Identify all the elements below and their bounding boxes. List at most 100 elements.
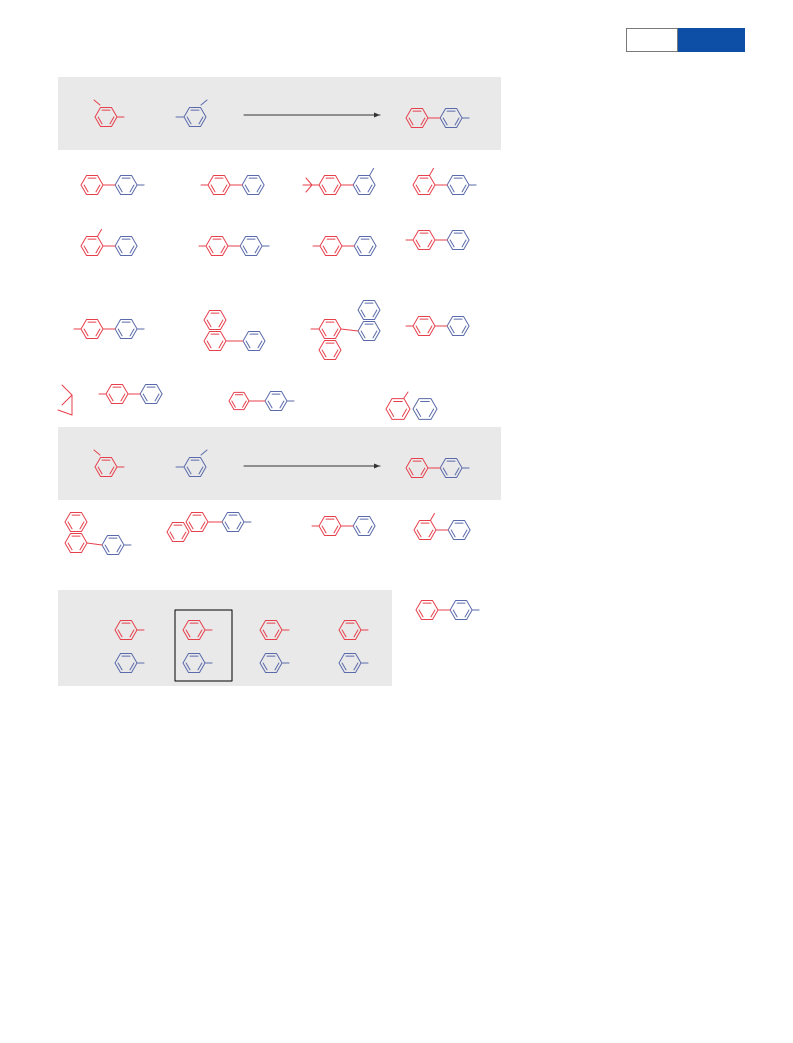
- double-bond: [117, 328, 123, 337]
- double-bond: [117, 184, 123, 193]
- benzene-ring: [203, 309, 227, 331]
- substituent: [61, 384, 73, 396]
- double-bond: [341, 662, 347, 671]
- benzene-ring: [114, 652, 138, 674]
- double-bond: [401, 408, 408, 417]
- double-bond: [449, 325, 455, 334]
- benzene-ring: [357, 299, 381, 321]
- substituent: [93, 449, 101, 456]
- double-bond: [104, 544, 110, 553]
- double-bond: [416, 529, 422, 538]
- double-bond: [367, 184, 373, 193]
- product-3a: [73, 318, 145, 340]
- benzene-ring: [203, 330, 227, 352]
- double-bond: [129, 629, 135, 638]
- double-bond: [129, 184, 135, 193]
- header-tab-blank: [626, 28, 678, 52]
- benzene-ring: [338, 652, 362, 674]
- double-bond: [334, 245, 340, 254]
- benzene-ring: [64, 532, 88, 554]
- double-bond: [418, 609, 424, 618]
- product-1a: [80, 174, 145, 196]
- double-bond: [142, 393, 148, 402]
- double-bond: [67, 521, 73, 530]
- double-bond: [408, 467, 414, 476]
- double-bond: [83, 245, 89, 254]
- product-1c: [302, 167, 376, 196]
- double-bond: [79, 521, 85, 530]
- substituent: [61, 394, 73, 406]
- product-2d: [405, 229, 470, 251]
- double-bond: [279, 400, 285, 409]
- benzene-ring: [185, 511, 209, 533]
- double-bond: [333, 525, 339, 534]
- double-bond: [120, 393, 126, 402]
- double-bond: [415, 184, 421, 193]
- biaryl-bond: [86, 542, 103, 546]
- double-bond: [97, 116, 103, 125]
- conditions-pair-3: [259, 619, 290, 674]
- double-bond: [83, 184, 89, 193]
- methyl: [430, 512, 435, 521]
- double-bond: [198, 466, 204, 475]
- product-2: [405, 457, 470, 479]
- double-bond: [428, 529, 434, 538]
- reactant-a-1: [93, 99, 125, 128]
- double-bond: [428, 408, 435, 417]
- benzene-ring: [114, 619, 138, 641]
- benzene-ring: [166, 521, 190, 543]
- double-bond: [321, 349, 327, 358]
- double-bond: [95, 245, 101, 254]
- double-bond: [356, 245, 362, 254]
- double-bond: [200, 521, 206, 530]
- product-4a-biaryl: [98, 383, 163, 405]
- reaction-panel-2: [58, 427, 501, 500]
- double-bond: [430, 609, 436, 618]
- conditions-pair-1: [114, 619, 145, 674]
- double-bond: [321, 184, 327, 193]
- double-bond: [129, 328, 135, 337]
- benzene-ring: [318, 339, 342, 361]
- benzene-ring: [259, 619, 283, 641]
- header-tab-accent: [678, 28, 745, 52]
- double-bond: [79, 542, 85, 551]
- double-bond: [454, 117, 460, 126]
- double-bond: [427, 325, 433, 334]
- product-5a: [64, 511, 132, 556]
- double-bond: [242, 400, 247, 408]
- double-bond: [116, 544, 122, 553]
- double-bond: [244, 184, 250, 193]
- double-bond: [360, 309, 366, 318]
- conditions-product: [415, 599, 480, 621]
- product-4a: [57, 384, 73, 416]
- double-bond: [95, 184, 101, 193]
- benzene-ring: [385, 398, 411, 420]
- double-bond: [206, 319, 212, 328]
- double-bond: [360, 330, 366, 339]
- reaction-2: [243, 463, 381, 469]
- double-bond: [197, 662, 203, 671]
- reaction-arrow-head: [374, 463, 380, 469]
- double-bond: [450, 529, 456, 538]
- double-bond: [186, 116, 192, 125]
- double-bond: [97, 466, 103, 475]
- conditions-pair-4: [338, 619, 369, 674]
- double-bond: [372, 330, 378, 339]
- double-bond: [333, 184, 339, 193]
- conditions-panel: [58, 590, 392, 686]
- substituent: [93, 99, 101, 106]
- double-bond: [454, 467, 460, 476]
- double-bond: [415, 325, 421, 334]
- double-bond: [197, 629, 203, 638]
- double-bond: [322, 245, 328, 254]
- conditions-table: [174, 609, 233, 682]
- double-bond: [83, 328, 89, 337]
- double-bond: [231, 400, 236, 408]
- double-bond: [129, 662, 135, 671]
- double-bond: [208, 245, 214, 254]
- double-bond: [442, 117, 448, 126]
- substituent: [200, 99, 208, 106]
- benzene-ring: [338, 619, 362, 641]
- double-bond: [355, 525, 361, 534]
